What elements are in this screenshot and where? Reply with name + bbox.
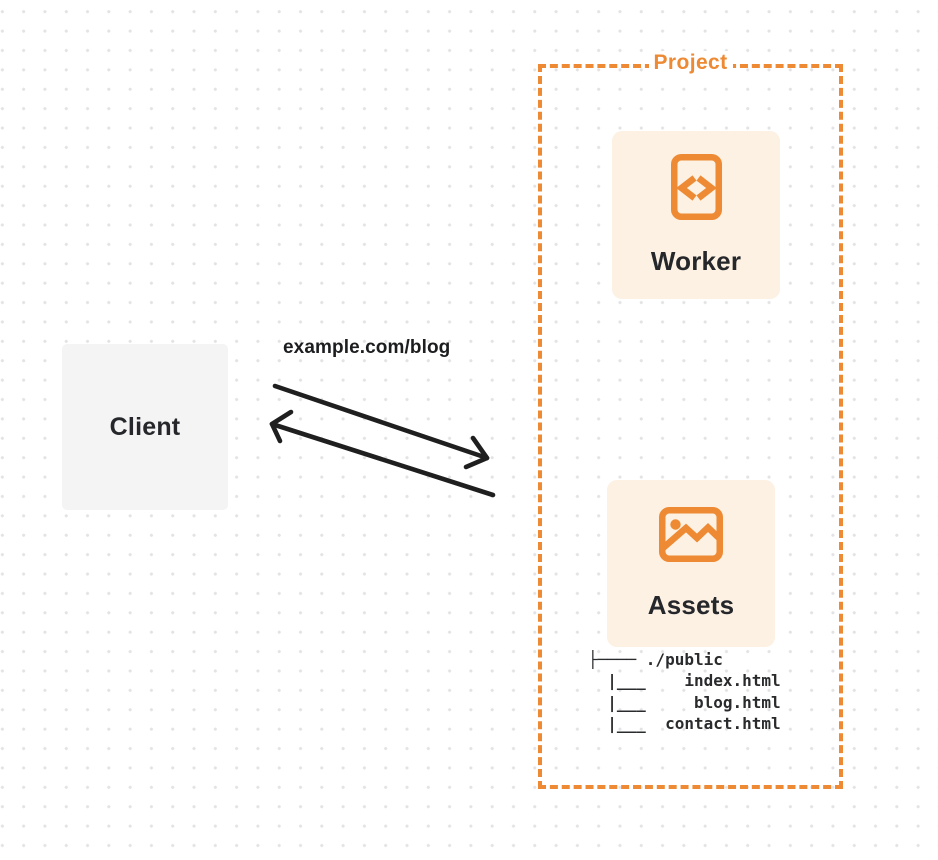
worker-node: Worker <box>612 131 780 299</box>
request-url-label: example.com/blog <box>283 337 451 358</box>
client-label: Client <box>109 412 181 441</box>
image-frame-shape <box>659 506 723 562</box>
project-label: Project <box>648 51 733 75</box>
assets-file-tree: ├──── ./public |___ index.html |___ blog… <box>588 650 781 733</box>
request-arrow-line <box>272 383 490 461</box>
response-arrowhead-icon <box>269 409 294 444</box>
image-sun-shape <box>670 518 681 530</box>
assets-node: Assets <box>607 480 775 647</box>
project-boundary: Project Worker Assets ├──── ./public | <box>538 51 843 789</box>
image-icon <box>659 506 723 562</box>
worker-label: Worker <box>650 245 742 276</box>
code-file-icon <box>670 153 722 220</box>
assets-label: Assets <box>647 589 735 620</box>
client-node: Client <box>62 344 228 510</box>
request-response-arrows <box>269 383 496 498</box>
response-arrow-line <box>269 421 496 498</box>
image-mountain-shape <box>660 522 723 550</box>
request-arrowhead-icon <box>463 435 490 470</box>
